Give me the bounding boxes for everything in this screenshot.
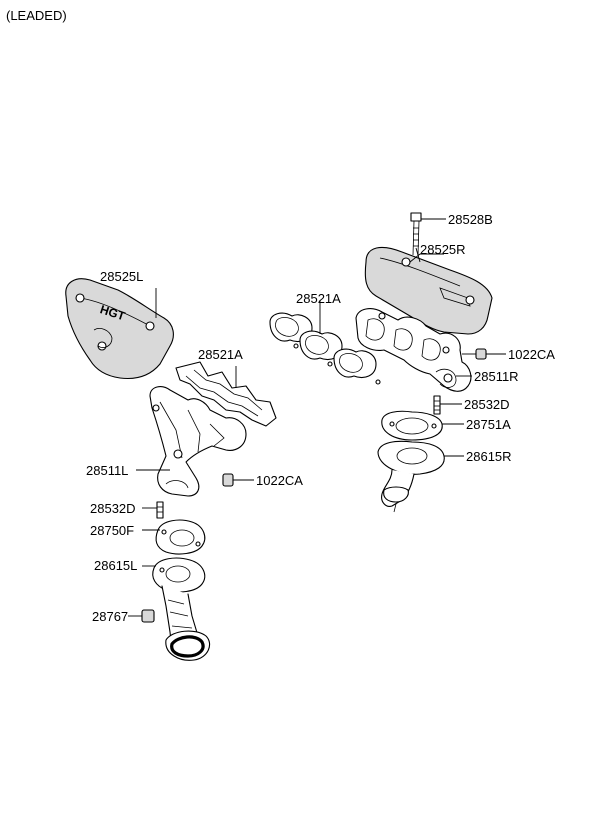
- label-28750f: 28750F: [90, 523, 134, 538]
- stud-28532d-left: [156, 501, 164, 519]
- heat-protector-28525l: HGT: [65, 278, 174, 380]
- label-28521a-left: 28521A: [198, 347, 243, 362]
- label-28511l: 28511L: [86, 463, 128, 478]
- label-1022ca-right: 1022CA: [508, 347, 555, 362]
- gasket-28521a-right: [269, 312, 381, 385]
- label-28521a-right: 28521A: [296, 291, 341, 306]
- nut-1022ca-left: [222, 473, 234, 487]
- leader-lines: [128, 218, 506, 617]
- label-28532d-right: 28532D: [464, 397, 510, 412]
- gasket-28521a-left: [175, 361, 277, 427]
- exhaust-manifold-28511l: [149, 386, 247, 497]
- stud-bolt-28528b: [410, 212, 422, 256]
- label-28511r: 28511R: [474, 369, 519, 384]
- label-28525r: 28525R: [420, 242, 466, 257]
- exhaust-pipe-28615l: [152, 557, 211, 661]
- label-28615l: 28615L: [94, 558, 137, 573]
- nut-28767: [141, 609, 155, 623]
- stud-28532d-right: [433, 395, 441, 415]
- nut-1022ca-right: [475, 348, 487, 360]
- exhaust-pipe-28615r: [377, 440, 445, 513]
- leaded-note: (LEADED): [6, 8, 67, 23]
- label-28532d-left: 28532D: [90, 501, 136, 516]
- label-28615r: 28615R: [466, 449, 512, 464]
- label-28525l: 28525L: [100, 269, 143, 284]
- gasket-28751a-right: [381, 410, 443, 441]
- label-28767: 28767: [92, 609, 128, 624]
- label-28751a: 28751A: [466, 417, 511, 432]
- exhaust-manifold-28511r: [355, 308, 472, 392]
- label-28528b: 28528B: [448, 212, 493, 227]
- label-1022ca-left: 1022CA: [256, 473, 303, 488]
- gasket-28750f-left: [155, 519, 206, 555]
